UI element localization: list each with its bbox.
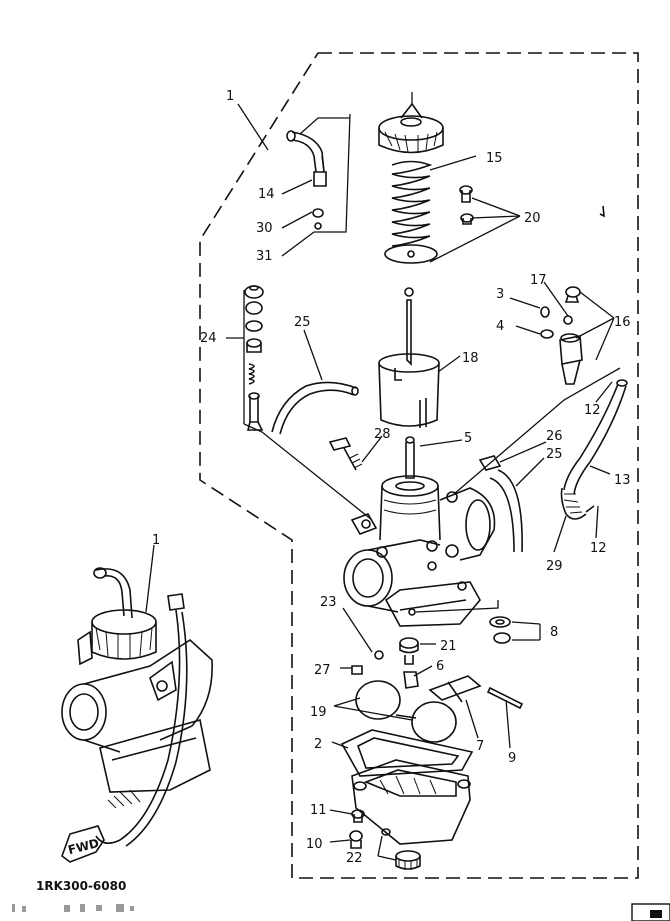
air-screw	[328, 437, 363, 471]
label-29: 29	[546, 559, 563, 574]
throttle-valve-spring	[384, 160, 438, 264]
label-24: 24	[200, 331, 217, 346]
jet-holder-6	[403, 671, 419, 689]
hose-clip-29	[560, 487, 595, 520]
label-28: 28	[374, 427, 391, 442]
jet-needle	[404, 287, 414, 366]
label-27: 27	[314, 663, 331, 678]
label-12a: 12	[584, 403, 601, 418]
label-12b: 12	[590, 541, 607, 556]
label-15: 15	[486, 151, 503, 166]
fwd-mark-text: FWD	[67, 836, 101, 857]
label-4: 4	[496, 319, 504, 334]
cable-adjuster-elbow	[286, 130, 327, 230]
grommet-26	[478, 455, 502, 471]
label-1-inset: 1	[152, 533, 160, 548]
part-labels: 1 1 2 3 4 5 6 7 8 9 10 11 12 12 13 14 15…	[152, 89, 631, 866]
assembly-boundary	[199, 52, 639, 879]
float-gasket-2	[340, 729, 474, 777]
overflow-hose-13	[563, 379, 628, 495]
carburetor-body	[343, 475, 496, 627]
float-chamber	[351, 759, 471, 845]
label-20: 20	[524, 211, 541, 226]
label-3: 3	[496, 287, 504, 302]
float-pin-9	[486, 686, 524, 710]
small-mark-icon	[599, 205, 605, 218]
top-cap	[378, 102, 444, 154]
hose-25-left	[271, 381, 359, 435]
label-10: 10	[306, 837, 323, 852]
throttle-stop-assembly	[540, 286, 583, 385]
throttle-valve	[378, 353, 440, 428]
label-13: 13	[614, 473, 631, 488]
diagram-code: 1RK300-6080	[36, 879, 126, 893]
label-11: 11	[310, 803, 327, 818]
leader-lines	[145, 92, 621, 861]
label-17: 17	[530, 273, 547, 288]
washers-8	[489, 616, 511, 644]
label-25a: 25	[294, 315, 311, 330]
float-arm-7	[428, 675, 482, 703]
label-2: 2	[314, 737, 322, 752]
label-5: 5	[464, 431, 472, 446]
label-16: 16	[614, 315, 631, 330]
assembled-carburetor-inset	[61, 567, 213, 847]
starter-plunger-stack	[244, 285, 264, 431]
hose-25-right	[489, 469, 523, 553]
label-22: 22	[346, 851, 363, 866]
main-jet-21	[399, 637, 419, 665]
label-9: 9	[508, 751, 516, 766]
screws-20	[459, 185, 474, 225]
label-14: 14	[258, 187, 275, 202]
pilot-jet-23	[374, 650, 384, 660]
label-18: 18	[462, 351, 479, 366]
label-6: 6	[436, 659, 444, 674]
label-8: 8	[550, 625, 558, 640]
floats-19	[355, 680, 457, 743]
label-21: 21	[440, 639, 457, 654]
drain-screw-27	[351, 665, 363, 675]
label-25b: 25	[546, 447, 563, 462]
fwd-arrow-icon: FWD	[61, 825, 105, 863]
label-26: 26	[546, 429, 563, 444]
drain-plug-22	[381, 828, 421, 870]
needle-jet	[405, 436, 415, 479]
label-30: 30	[256, 221, 273, 236]
label-31: 31	[256, 249, 273, 264]
label-23: 23	[320, 595, 337, 610]
label-1-main: 1	[226, 89, 234, 104]
scan-artifacts	[12, 903, 670, 921]
screws-10-11	[349, 809, 365, 849]
label-19: 19	[310, 705, 327, 720]
label-7: 7	[476, 739, 484, 754]
